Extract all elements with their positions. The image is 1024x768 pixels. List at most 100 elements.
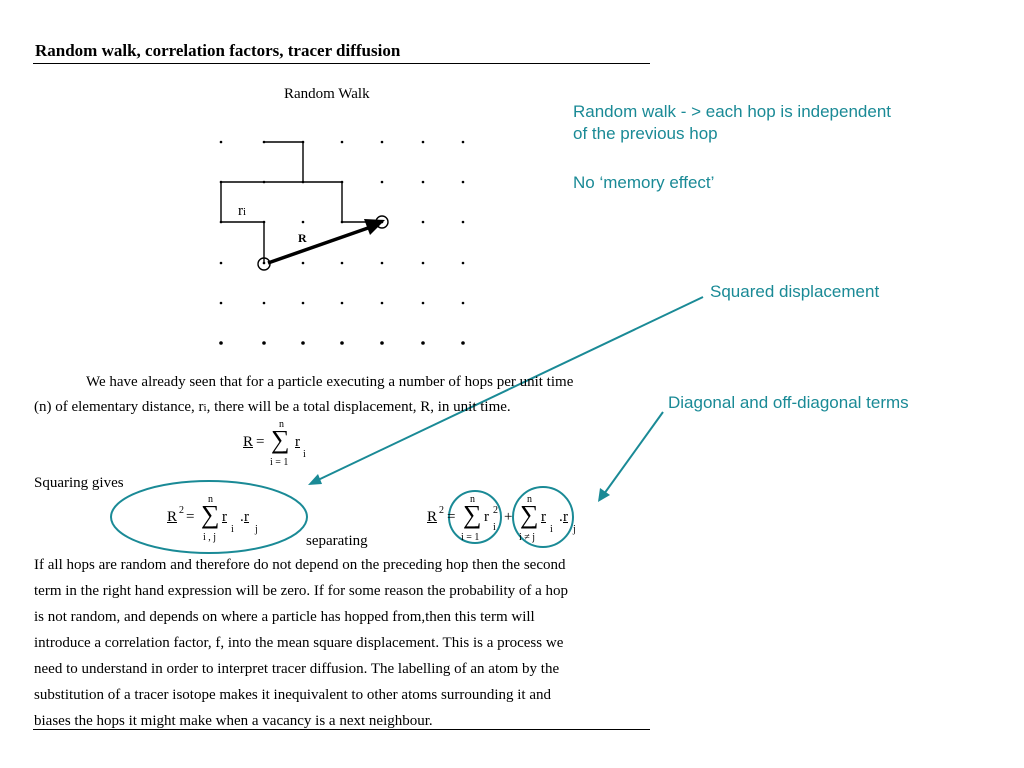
eq3-term1: r — [484, 509, 489, 525]
page-title: Random walk, correlation factors, tracer… — [35, 41, 401, 60]
eq3-dot: . — [559, 509, 563, 525]
lattice-site — [380, 180, 384, 184]
lattice-site — [380, 301, 384, 305]
lattice-site — [262, 341, 266, 345]
eq3-plus: + — [504, 509, 513, 525]
eq1-term-sub: i — [303, 449, 306, 460]
eq3-lhs-sup: 2 — [439, 505, 444, 516]
eq1-sum-symbol: ∑ — [271, 425, 290, 454]
paragraph2-line: biases the hops it might make when a vac… — [34, 713, 433, 729]
note-random-walk: Random walk - > each hop is independent … — [573, 102, 892, 143]
lattice-site — [301, 220, 305, 224]
random-walk-path — [220, 141, 382, 263]
lattice-site — [421, 180, 425, 184]
eq2-equals: = — [186, 509, 195, 525]
eq2-term2: r — [244, 509, 249, 525]
paragraph1-line1: We have already seen that for a particle… — [86, 374, 574, 390]
eq3-term2b: r — [563, 509, 568, 525]
paragraph2: If all hops are random and therefore do … — [34, 552, 568, 734]
eq2-term2-sub: j — [255, 524, 258, 535]
paragraph1-line2: (n) of elementary distance, ri, there wi… — [34, 399, 511, 415]
eq2-term1-sub: i — [231, 524, 234, 535]
lattice-site — [340, 301, 344, 305]
lattice-site — [340, 140, 344, 144]
eq1-lhs: R — [243, 434, 254, 450]
lattice-site — [461, 180, 465, 184]
eq1-equals: = — [256, 434, 265, 450]
eq3-sum-symbol-2: ∑ — [520, 500, 539, 529]
squaring-gives: Squaring gives — [34, 475, 124, 491]
lattice-site — [219, 301, 223, 305]
note-squared-displacement: Squared displacement — [710, 282, 880, 301]
eq1-term: r — [295, 434, 300, 450]
lattice-site — [219, 261, 223, 265]
lattice-site — [380, 341, 384, 345]
eq3-term2b-sub: j — [573, 524, 576, 535]
equation-highlight-ellipse — [110, 480, 308, 554]
lattice-site — [421, 261, 425, 265]
paragraph2-line: substitution of a tracer isotope makes i… — [34, 687, 551, 703]
eq2-dot: . — [240, 509, 244, 525]
note-diagonal-terms: Diagonal and off-diagonal terms — [668, 393, 909, 412]
diagram-caption: Random Walk — [284, 86, 370, 102]
lattice-site — [421, 220, 425, 224]
lattice-dots — [219, 140, 465, 345]
eq3-lower-limit-2: i ≠ j — [519, 532, 536, 543]
lattice-site — [219, 140, 223, 144]
eq3-sum-symbol-1: ∑ — [463, 500, 482, 529]
displacement-arrow — [267, 226, 369, 265]
eq3-term2a: r — [541, 509, 546, 525]
eq3-lhs: R — [427, 509, 438, 525]
diagonal-terms-arrow — [603, 411, 664, 495]
eq1-lower-limit: i = 1 — [270, 457, 289, 468]
diagonal-term-circle — [448, 490, 502, 544]
eq3-upper-limit-1: n — [470, 494, 475, 505]
eq2-upper-limit: n — [208, 494, 213, 505]
eq2-lhs-sup: 2 — [179, 505, 184, 516]
lattice-site — [219, 341, 223, 345]
eq3-term1-sup: 2 — [493, 505, 498, 516]
eq1-upper-limit: n — [279, 419, 284, 430]
lattice-site — [461, 341, 465, 345]
lattice-site — [421, 140, 425, 144]
eq3-lower-limit-1: i = 1 — [461, 532, 480, 543]
squared-displacement-arrowhead — [308, 474, 322, 485]
paragraph2-line: If all hops are random and therefore do … — [34, 557, 566, 573]
lattice-site — [340, 261, 344, 265]
lattice-site — [262, 301, 266, 305]
title-rule — [33, 63, 650, 64]
eq2-lhs: R — [167, 509, 178, 525]
eq3-equals: = — [447, 509, 456, 525]
eq2-sum-symbol: ∑ — [201, 500, 220, 529]
lattice-site — [461, 261, 465, 265]
lattice-site — [461, 140, 465, 144]
displacement-arrowhead — [364, 219, 385, 235]
eq2-lower-limit: i , j — [203, 532, 217, 543]
paragraph2-line: introduce a correlation factor, f, into … — [34, 635, 564, 651]
squared-displacement-arrow — [317, 296, 704, 481]
lattice-site — [380, 261, 384, 265]
lattice-site — [461, 220, 465, 224]
separating-label: separating — [306, 533, 368, 549]
eq3-term2a-sub: i — [550, 524, 553, 535]
paragraph2-line: term in the right hand expression will b… — [34, 583, 569, 599]
eq3-term1-sub: i — [493, 522, 496, 533]
lattice-site — [340, 341, 344, 345]
offdiagonal-term-circle — [512, 486, 574, 548]
bottom-rule — [33, 729, 650, 730]
label-ri: ri — [238, 203, 247, 219]
eq3-upper-limit-2: n — [527, 494, 532, 505]
label-R: R — [298, 231, 307, 245]
lattice-site — [421, 301, 425, 305]
paragraph2-line: is not random, and depends on where a pa… — [34, 609, 535, 625]
paragraph2-line: need to understand in order to interpret… — [34, 661, 560, 677]
lattice-site — [301, 341, 305, 345]
lattice-site — [461, 301, 465, 305]
diagonal-terms-arrowhead — [598, 488, 610, 502]
lattice-site — [301, 261, 305, 265]
lattice-site — [421, 341, 425, 345]
eq2-term1: r — [222, 509, 227, 525]
lattice-site — [301, 301, 305, 305]
note-no-memory: No ‘memory effect’ — [573, 173, 715, 192]
